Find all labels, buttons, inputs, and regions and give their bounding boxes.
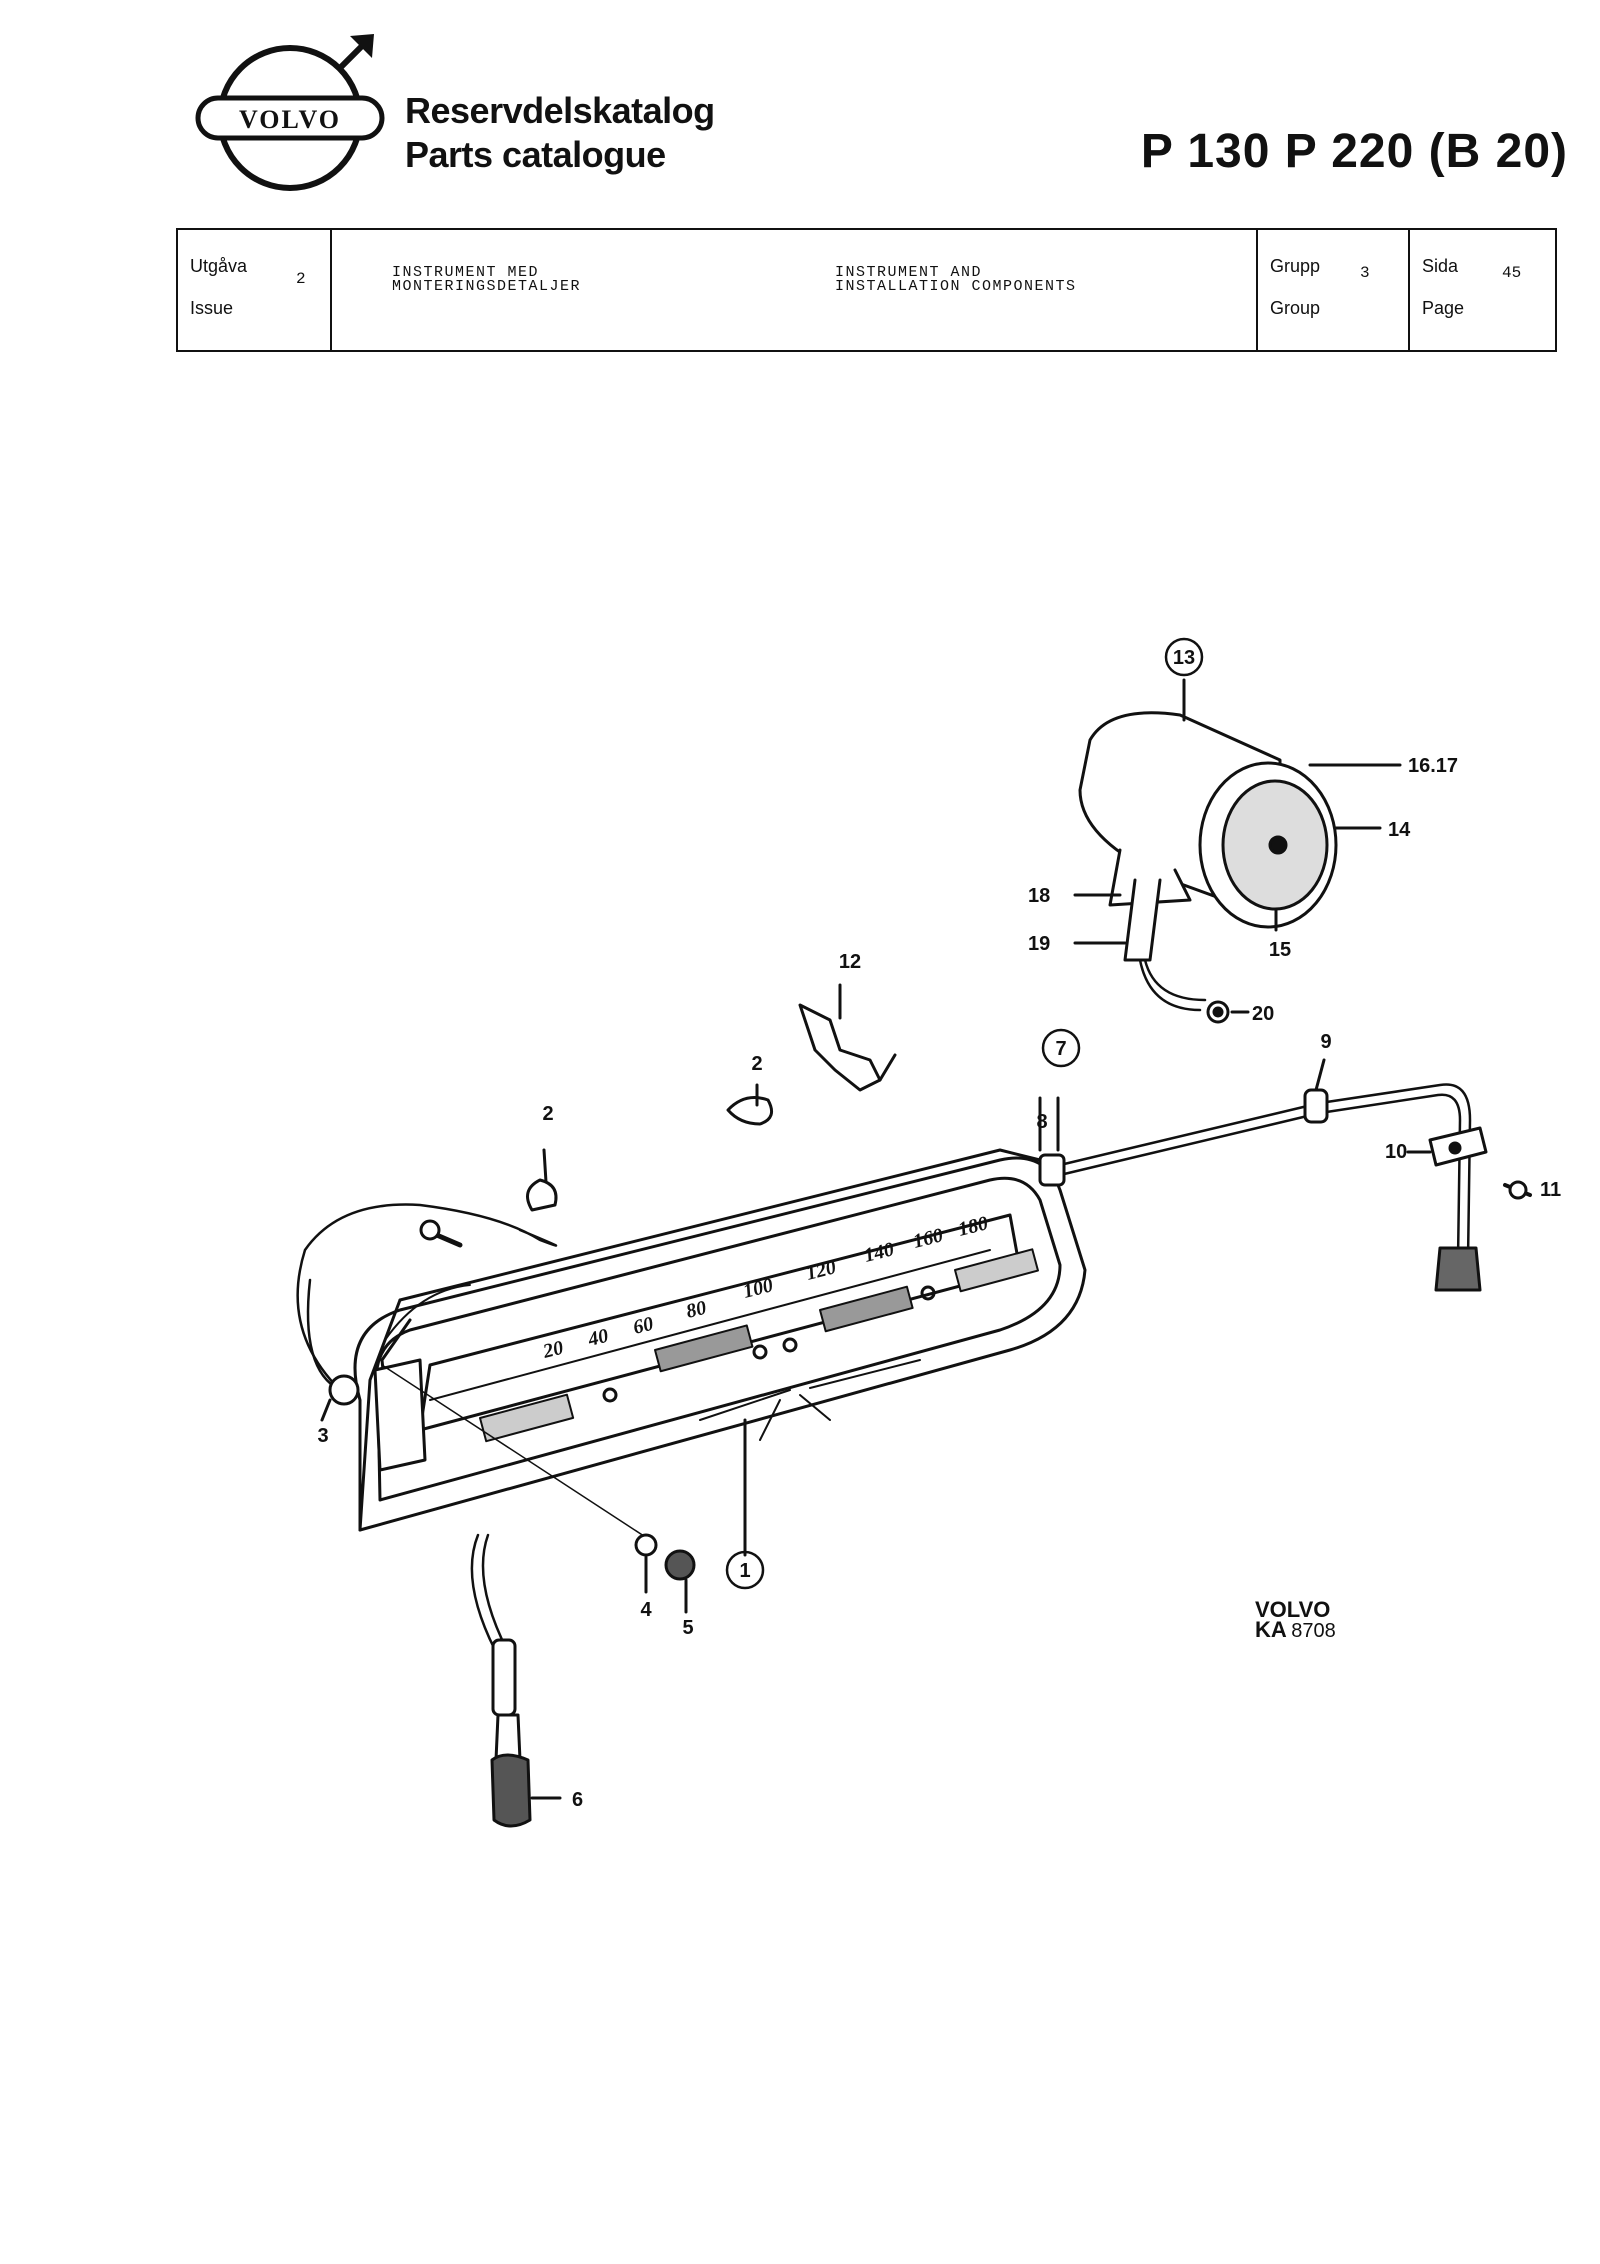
- description-sv-line2: MONTERINGSDETALJER: [392, 278, 582, 295]
- speedo-tick-label: 20: [540, 1337, 566, 1363]
- drive-cable-lower: [470, 1533, 562, 1828]
- speedo-tick-label: 40: [585, 1325, 611, 1351]
- nut-part-5: [664, 1549, 696, 1581]
- description-cell: INSTRUMENT MED MONTERINGSDETALJER INSTRU…: [332, 230, 1258, 350]
- brand-text: VOLVO: [239, 105, 341, 134]
- group-label-sv: Grupp: [1270, 256, 1321, 276]
- page-label-en: Page: [1422, 298, 1465, 318]
- page-cell: Sida 45 Page: [1410, 230, 1555, 350]
- callout-11: 11: [1540, 1179, 1561, 1201]
- callout-16-17: 16.17: [1408, 755, 1458, 777]
- page-label-sv: Sida: [1422, 256, 1459, 276]
- group-label-en: Group: [1270, 298, 1321, 318]
- grommet-part-3: [328, 1374, 360, 1406]
- callout-5: 5: [682, 1617, 693, 1639]
- callout-18: 18: [1028, 885, 1050, 907]
- callout-8: 8: [1036, 1111, 1047, 1133]
- callout-6: 6: [572, 1789, 583, 1811]
- washer-part-4: [634, 1533, 658, 1557]
- description-sv-line1: INSTRUMENT MED: [392, 264, 540, 281]
- volvo-drawing-stamp: VOLVO KA 8708: [1255, 1597, 1336, 1643]
- group-cell: Grupp 3 Group: [1258, 230, 1410, 350]
- page-header: VOLVO Reservdelskatalog Parts catalogue …: [0, 0, 1600, 230]
- page-value: 45: [1502, 264, 1522, 282]
- instrument-cluster: [353, 1148, 1087, 1532]
- catalogue-title-swedish: Reservdelskatalog: [405, 90, 715, 131]
- description-en-line1: INSTRUMENT AND: [835, 264, 983, 281]
- stamp-number: 8708: [1291, 1620, 1336, 1642]
- auxiliary-gauge: [1073, 678, 1402, 1024]
- callout-7: 7: [1055, 1038, 1066, 1060]
- issue-label-sv: Utgåva: [190, 256, 248, 276]
- issue-value: 2: [296, 270, 306, 288]
- callout-9: 9: [1320, 1031, 1331, 1053]
- callout-2: 2: [542, 1103, 553, 1125]
- speedometer-cable: [1038, 1058, 1532, 1292]
- issue-label-en: Issue: [190, 298, 234, 318]
- stamp-prefix: KA: [1255, 1617, 1287, 1642]
- callout-19: 19: [1028, 933, 1050, 955]
- callout-13: 13: [1173, 647, 1195, 669]
- callout-12: 12: [839, 951, 861, 973]
- group-value: 3: [1360, 264, 1370, 282]
- catalogue-title-english: Parts catalogue: [405, 134, 666, 175]
- speedometer-scale: 20 40 60 80 100 120 140 160 180: [540, 1212, 990, 1363]
- oil-pressure-sender: [798, 983, 897, 1092]
- description-en-line2: INSTALLATION COMPONENTS: [835, 278, 1077, 295]
- model-designation: P 130 P 220 (B 20): [1140, 125, 1568, 178]
- callout-1: 1: [739, 1560, 750, 1582]
- stamp-brand: VOLVO: [1255, 1597, 1331, 1622]
- callout-15: 15: [1269, 939, 1291, 961]
- callout-10: 10: [1385, 1141, 1407, 1163]
- bulb-part-2b: [726, 1083, 774, 1126]
- callout-4: 4: [640, 1599, 652, 1621]
- catalogue-info-box: Utgåva 2 Issue INSTRUMENT MED MONTERINGS…: [176, 228, 1557, 352]
- exploded-parts-diagram: 20 40 60 80 100 120 140 160 180: [296, 637, 1561, 1828]
- issue-cell: Utgåva 2 Issue: [178, 230, 332, 350]
- lamp-cable: [296, 1203, 558, 1392]
- callout-14: 14: [1388, 819, 1411, 841]
- bulb-part-2a: [526, 1148, 558, 1212]
- volvo-logo-icon: VOLVO: [195, 34, 385, 191]
- callout-3: 3: [317, 1425, 328, 1447]
- callout-2: 2: [751, 1053, 762, 1075]
- callout-20: 20: [1252, 1003, 1274, 1025]
